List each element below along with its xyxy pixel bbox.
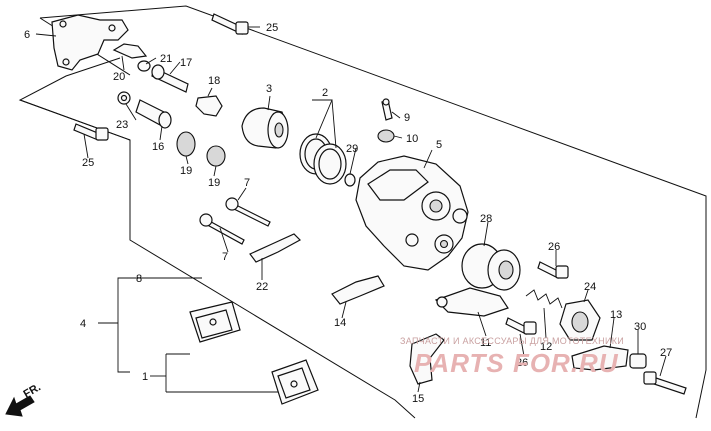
bolt-26-upper <box>537 261 569 279</box>
pivot-pin-16 <box>135 99 172 129</box>
callout-labels: 6 25 21 17 20 18 3 2 9 10 5 23 16 19 19 … <box>24 22 672 405</box>
pad-pin-upper <box>225 197 271 227</box>
spring-12 <box>525 289 563 309</box>
bleeder-cap <box>377 129 395 143</box>
callout-21: 21 <box>160 53 172 65</box>
brake-pad-upper <box>189 301 241 343</box>
washer-23 <box>117 91 131 105</box>
callout-8: 8 <box>136 273 142 285</box>
cam-housing-28 <box>461 243 521 291</box>
watermark: ЗАПЧАСТИ И АКСЕССУАРЫ ДЛЯ МОТОТЕХНИКИ PA… <box>400 336 624 378</box>
pin-plug-22 <box>249 233 301 263</box>
callout-25-left: 25 <box>82 157 94 169</box>
pad-spring-14 <box>331 275 385 305</box>
adjuster-24 <box>559 299 601 341</box>
callout-13: 13 <box>610 309 622 321</box>
callout-22: 22 <box>256 281 268 293</box>
callout-9: 9 <box>404 112 410 124</box>
callout-12: 12 <box>540 341 552 353</box>
callout-26-upper: 26 <box>548 241 560 253</box>
callout-26-lower: 26 <box>516 357 528 369</box>
piston-seal-set <box>299 133 347 185</box>
callout-2: 2 <box>322 87 328 99</box>
slide-pin-17 <box>151 64 189 93</box>
caliper-body <box>355 155 469 271</box>
boot-18 <box>195 95 223 117</box>
brake-pad-lower <box>271 359 319 405</box>
group-bracket <box>98 277 278 393</box>
callout-25-top: 25 <box>266 22 278 34</box>
front-direction-arrow: FR. <box>5 381 43 417</box>
callout-15: 15 <box>412 393 424 405</box>
bleeder-valve <box>381 98 393 121</box>
dust-boot-19-left <box>176 131 196 157</box>
callout-27: 27 <box>660 347 672 359</box>
callout-23: 23 <box>116 119 128 131</box>
callout-18: 18 <box>208 75 220 87</box>
bolt-25-upper <box>211 13 249 35</box>
callout-29: 29 <box>346 143 358 155</box>
callout-17: 17 <box>180 57 192 69</box>
callout-11: 11 <box>480 337 491 349</box>
callout-4: 4 <box>80 318 86 330</box>
callout-5: 5 <box>436 139 442 151</box>
callout-10: 10 <box>406 133 418 145</box>
callout-7-upper: 7 <box>244 177 250 189</box>
callout-24: 24 <box>584 281 596 293</box>
callout-20: 20 <box>113 71 125 83</box>
pad-pin-lower <box>199 213 245 245</box>
callout-16: 16 <box>152 141 164 153</box>
callout-3: 3 <box>266 83 272 95</box>
callout-19-right: 19 <box>208 177 220 189</box>
bracket-15 <box>409 333 445 385</box>
parking-lever-11 <box>434 287 509 317</box>
watermark-caption: ЗАПЧАСТИ И АКСЕССУАРЫ ДЛЯ МОТОТЕХНИКИ <box>400 336 624 346</box>
adjuster-arm-13 <box>571 345 629 371</box>
pad-bracket <box>51 14 129 71</box>
callout-30: 30 <box>634 321 646 333</box>
leader-lines <box>35 26 667 393</box>
callout-6: 6 <box>24 29 30 41</box>
bolt-26-lower <box>505 317 537 335</box>
callout-19-left: 19 <box>180 165 192 177</box>
front-direction-label: FR. <box>22 381 43 400</box>
pad-spring-clip <box>112 43 148 59</box>
o-ring-29 <box>344 173 356 187</box>
caliper-piston <box>241 107 289 149</box>
watermark-logo: PARTS FOR.RU <box>414 348 619 378</box>
callout-7-lower: 7 <box>222 251 228 263</box>
nut-30 <box>629 353 647 369</box>
callout-28: 28 <box>480 213 492 225</box>
callout-14: 14 <box>334 317 346 329</box>
callout-1: 1 <box>142 371 148 383</box>
bolt-27 <box>643 371 687 395</box>
dust-boot-19-right <box>206 145 226 167</box>
bolt-25-lower <box>73 123 109 141</box>
